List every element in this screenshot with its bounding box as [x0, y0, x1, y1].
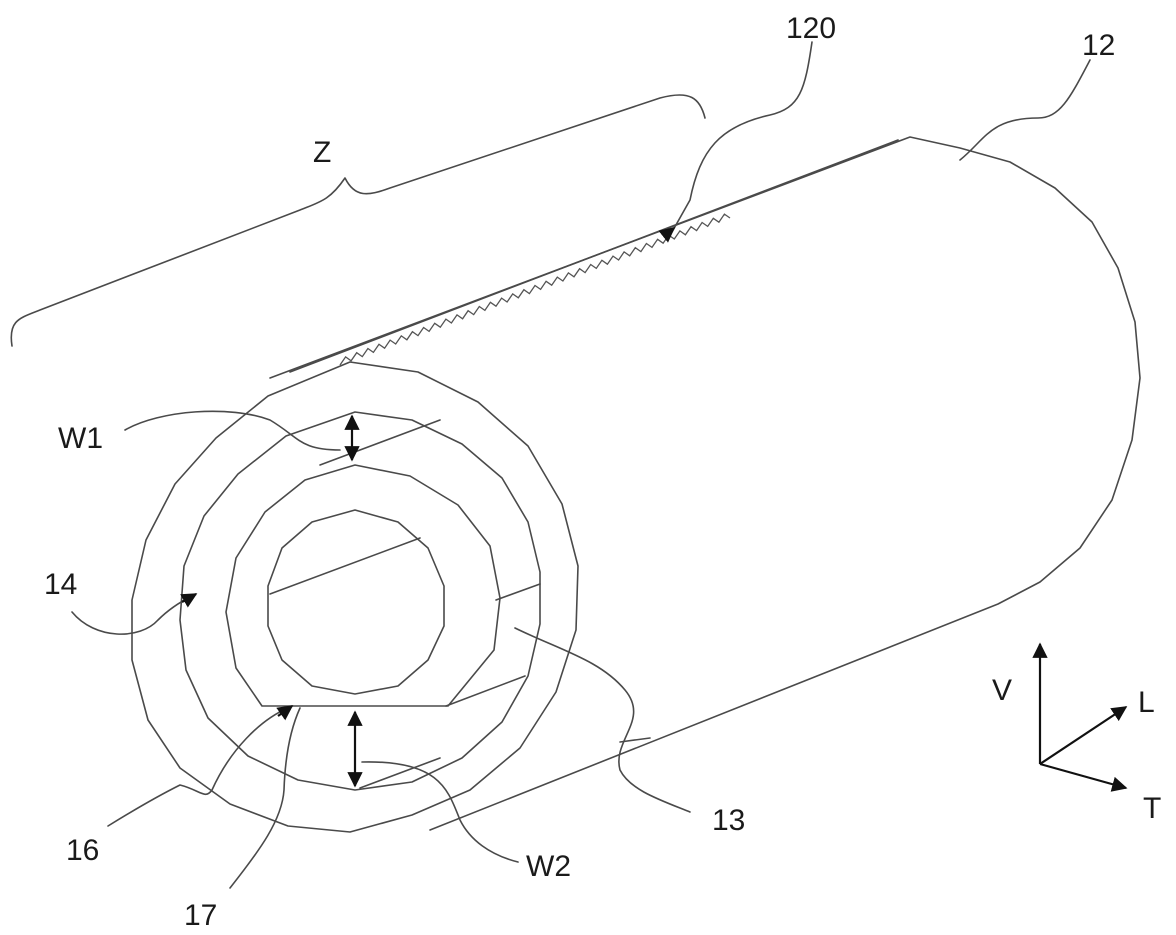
label-l: L — [1138, 686, 1155, 719]
label-14: 14 — [44, 568, 77, 601]
seam-120 — [339, 213, 731, 366]
outer-ring — [131, 361, 579, 833]
core-17 — [267, 509, 445, 695]
label-16: 16 — [66, 834, 99, 867]
label-17: 17 — [184, 899, 217, 932]
internal-lines — [319, 419, 541, 789]
ring-14 — [179, 411, 541, 791]
bracket-z — [10, 94, 706, 347]
label-t: T — [1143, 792, 1161, 825]
label-z: Z — [313, 136, 331, 169]
leader-lines — [71, 41, 1091, 889]
label-13: 13 — [712, 804, 745, 837]
pointer-arrows — [180, 227, 676, 721]
label-w1: W1 — [58, 422, 103, 455]
label-v: V — [992, 674, 1012, 707]
label-120: 120 — [786, 12, 836, 45]
label-12: 12 — [1082, 29, 1115, 62]
inner-ring-13 — [225, 464, 501, 707]
label-w2: W2 — [526, 850, 571, 883]
coordinate-axes — [1032, 642, 1128, 792]
cylinder-body — [269, 136, 1141, 831]
